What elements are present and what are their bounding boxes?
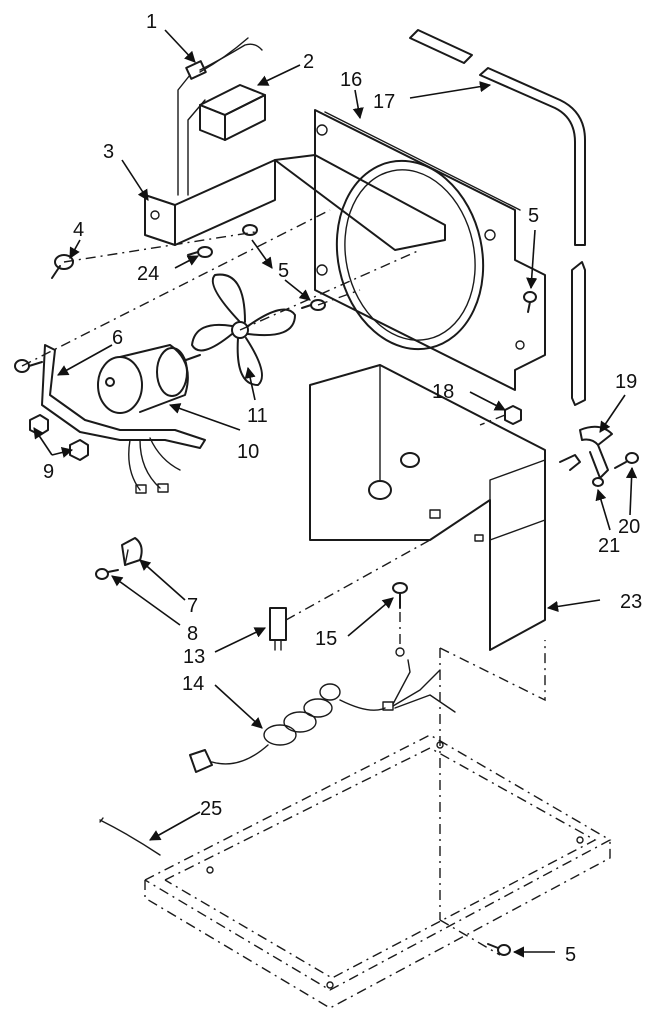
callout-10: 10: [237, 441, 259, 463]
wire-tie: [99, 817, 161, 856]
callout-18: 18: [432, 381, 454, 403]
screw-5-upper: [242, 224, 326, 311]
base-pan: [144, 734, 612, 1009]
gasket-strips: [409, 29, 586, 406]
callout-24: 24: [137, 263, 159, 285]
callout-labels: 1 2 3 4 5 5 5 6 7 8 9 10 11 13 14 15 16 …: [43, 11, 642, 966]
screw-24: [187, 246, 213, 258]
screw-motor-mount: [14, 359, 43, 373]
callout-20: 20: [618, 516, 640, 538]
cord-clamp: [121, 537, 143, 566]
ground-screw: [392, 582, 408, 657]
assembly-lines: [21, 209, 506, 621]
callout-5-top: 5: [278, 260, 289, 282]
callout-3: 3: [103, 141, 114, 163]
callout-5-right: 5: [528, 205, 539, 227]
fan-motor: [97, 344, 201, 494]
connector-13: [269, 607, 287, 651]
washer-21: [592, 477, 604, 487]
shroud-panel: [314, 109, 546, 391]
capacitor-box: [199, 84, 266, 141]
hinge-bracket: [559, 425, 613, 479]
callout-2: 2: [303, 51, 314, 73]
callout-15: 15: [315, 628, 337, 650]
callout-1: 1: [146, 11, 157, 33]
screw-4: [51, 254, 74, 279]
callout-4: 4: [73, 219, 84, 241]
unit-housing: [309, 364, 546, 651]
callout-19: 19: [615, 371, 637, 393]
callout-6: 6: [112, 327, 123, 349]
callout-25: 25: [200, 798, 222, 820]
callout-11: 11: [247, 405, 268, 427]
callout-9: 9: [43, 461, 54, 483]
leader-lines: [33, 29, 638, 958]
callout-17: 17: [373, 91, 395, 113]
screw-5-bottom: [487, 943, 511, 956]
motor-bracket: [41, 344, 206, 449]
power-cord: [189, 659, 456, 773]
screw-8: [95, 568, 119, 580]
callout-8: 8: [187, 623, 198, 645]
rear-panel-outline: [439, 640, 546, 956]
callout-7: 7: [187, 595, 198, 617]
fan-blade: [191, 273, 296, 386]
callout-5-bottom: 5: [565, 944, 576, 966]
screw-20: [614, 452, 639, 469]
callout-13: 13: [183, 646, 205, 668]
callout-14: 14: [182, 673, 204, 695]
screw-5-right: [523, 291, 537, 313]
callout-16: 16: [340, 69, 362, 91]
callout-21: 21: [598, 535, 620, 557]
callout-23: 23: [620, 591, 642, 613]
nut-18: [504, 405, 522, 425]
